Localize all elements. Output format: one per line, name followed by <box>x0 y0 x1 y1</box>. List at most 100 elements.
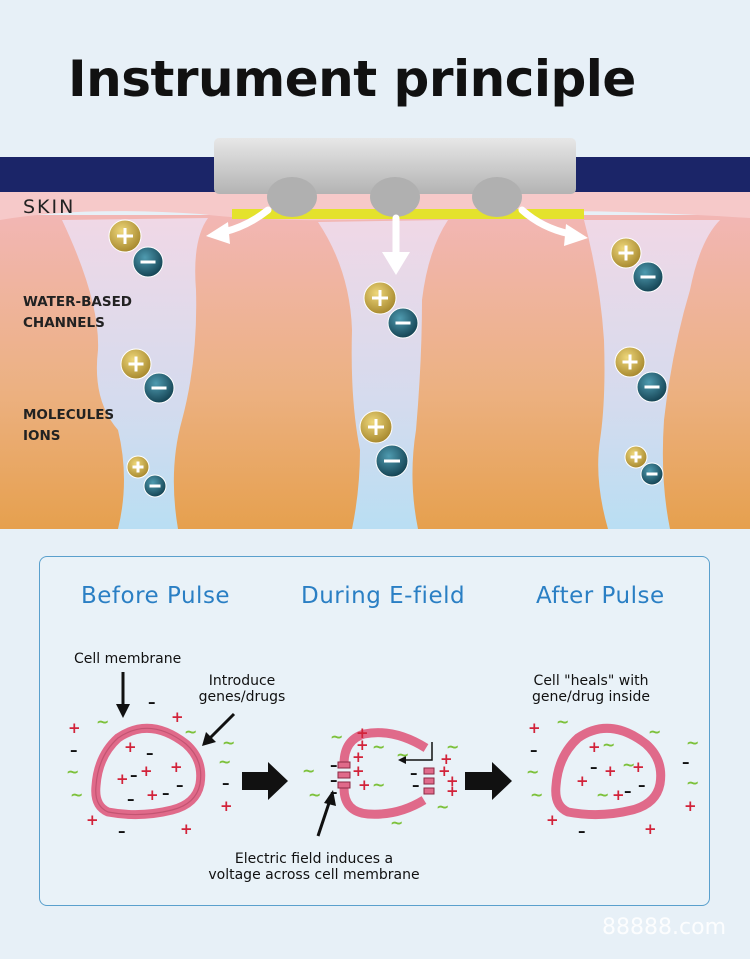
ion-sign <box>140 260 156 264</box>
heals-label: Cell "heals" with gene/drug inside <box>522 673 660 705</box>
molecule-mark: ~ <box>556 712 569 731</box>
negative-charge: – <box>590 758 598 776</box>
negative-charge: – <box>624 782 632 800</box>
cell-during-bottom <box>339 787 427 819</box>
negative-charge: – <box>70 741 78 759</box>
ion-sign <box>123 228 127 244</box>
ion-group <box>108 219 668 498</box>
negative-charge: – <box>130 766 138 784</box>
molecule-mark: ~ <box>218 752 231 771</box>
positive-charge: + <box>632 758 645 776</box>
positive-charge: + <box>140 762 153 780</box>
molecule-mark: ~ <box>372 737 385 756</box>
field-line2: voltage across cell membrane <box>208 867 420 883</box>
page-title: Instrument principle <box>68 50 636 108</box>
molecule-mark: ~ <box>686 733 699 752</box>
positive-charge: + <box>170 758 183 776</box>
field-line1: Electric field induces a <box>234 851 394 867</box>
molecule-mark: ~ <box>96 712 109 731</box>
positive-charge: + <box>86 811 99 829</box>
cell-during-top <box>339 728 429 765</box>
step-arrows <box>242 762 512 800</box>
molecule-mark: ~ <box>446 737 459 756</box>
watermark: 88888.com <box>602 915 726 940</box>
positive-charge: + <box>358 776 371 794</box>
cell-after <box>551 723 666 820</box>
positive-charge: + <box>528 719 541 737</box>
introduce-line2: genes/drugs <box>198 689 286 705</box>
channels-label: WATER-BASED CHANNELS <box>23 292 132 334</box>
molecule-mark: ~ <box>308 785 321 804</box>
pointer-arrows <box>116 672 336 837</box>
positive-charge: + <box>644 820 657 838</box>
positive-charge: + <box>220 797 233 815</box>
negative-charge: – <box>330 783 338 801</box>
field-arrow <box>404 742 433 761</box>
introduce-label: Introduce genes/drugs <box>190 673 294 705</box>
molecule-mark: ~ <box>184 722 197 741</box>
charge-group: +–~~+–~–+~~~–+++–++–+–+––~~~+++++–––~~~–… <box>66 693 699 840</box>
electrode-2 <box>370 177 420 217</box>
molecule-mark: ~ <box>648 722 661 741</box>
positive-charge: + <box>352 748 365 766</box>
ion-sign <box>395 321 411 325</box>
electrode-1 <box>267 177 317 217</box>
negative-charge: – <box>412 776 420 794</box>
ion-sign <box>644 385 660 389</box>
heals-line2: gene/drug inside <box>531 689 650 705</box>
ion-sign <box>628 354 632 370</box>
positive-charge: + <box>180 820 193 838</box>
molecule-mark: ~ <box>330 727 343 746</box>
ion-sign <box>378 290 382 306</box>
molecule-mark: ~ <box>526 762 539 781</box>
negative-charge: – <box>222 774 230 792</box>
phase-before: Before Pulse <box>81 583 231 609</box>
phase-after: After Pulse <box>536 583 665 609</box>
introduce-line1: Introduce <box>208 673 276 689</box>
positive-charge: + <box>446 782 459 800</box>
ion-sign <box>149 484 161 488</box>
ion-sign <box>151 386 167 390</box>
molecule-mark: ~ <box>602 735 615 754</box>
negative-charge: – <box>330 756 338 774</box>
skin-label: SKIN <box>23 196 76 218</box>
positive-charge: + <box>171 708 184 726</box>
heals-line1: Cell "heals" with <box>533 673 649 689</box>
negative-charge: – <box>330 771 338 789</box>
ion-sign <box>624 245 628 261</box>
molecules-label: MOLECULES IONS <box>23 405 114 447</box>
ion-sign <box>634 451 638 463</box>
positive-charge: + <box>352 762 365 780</box>
electrode-3 <box>472 177 522 217</box>
molecule-mark: ~ <box>596 785 609 804</box>
channels-label-line2: CHANNELS <box>23 315 105 331</box>
ion-sign <box>374 419 378 435</box>
positive-charge: + <box>684 797 697 815</box>
ion-sign <box>646 472 658 476</box>
negative-charge: – <box>638 776 646 794</box>
positive-charge: + <box>116 770 129 788</box>
molecule-mark: ~ <box>436 797 449 816</box>
molecule-mark: ~ <box>372 775 385 794</box>
skin-diagram <box>0 138 750 529</box>
positive-charge: + <box>446 772 459 790</box>
negative-charge: – <box>127 790 135 808</box>
positive-charge: + <box>440 750 453 768</box>
molecule-mark: ~ <box>222 733 235 752</box>
positive-charge: + <box>588 738 601 756</box>
positive-charge: + <box>124 738 137 756</box>
channels-label-line1: WATER-BASED <box>23 294 133 310</box>
molecule-mark: ~ <box>622 755 635 774</box>
pores-during <box>337 761 435 795</box>
ion-sign <box>136 461 140 473</box>
ion-sign <box>640 275 656 279</box>
negative-charge: – <box>162 784 170 802</box>
molecules-label-line2: IONS <box>23 428 61 444</box>
positive-charge: + <box>146 786 159 804</box>
molecule-mark: ~ <box>686 773 699 792</box>
field-label: Electric field induces a voltage across … <box>200 851 428 883</box>
molecule-mark: ~ <box>302 761 315 780</box>
positive-charge: + <box>546 811 559 829</box>
cell-before <box>91 723 206 820</box>
molecule-mark: ~ <box>70 785 83 804</box>
